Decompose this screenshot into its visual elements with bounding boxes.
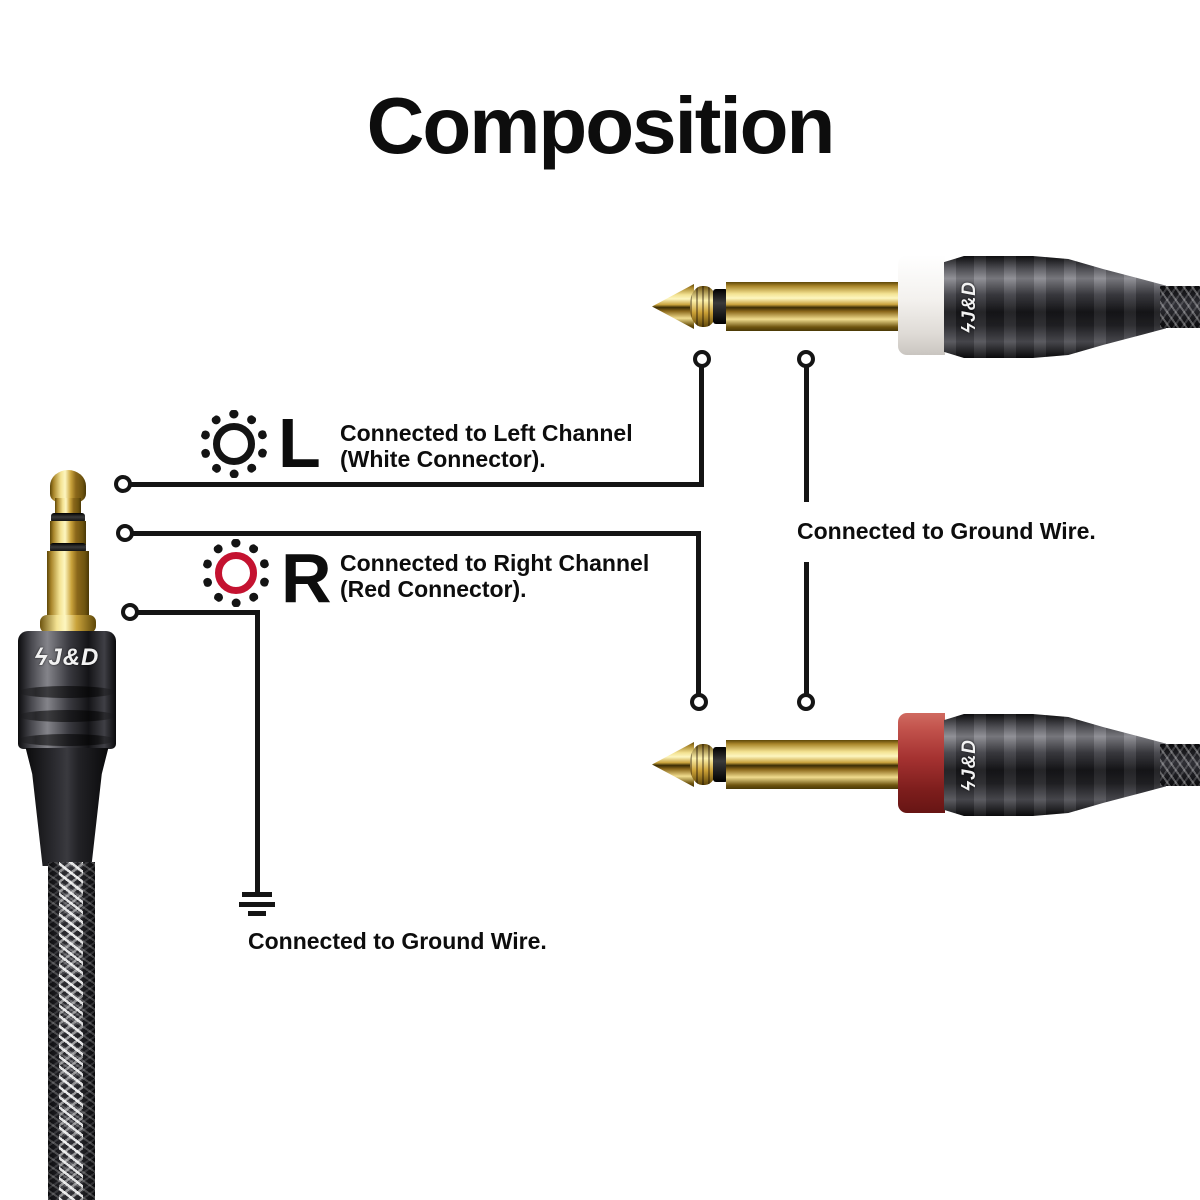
right-channel-ring-inner bbox=[215, 552, 257, 594]
ground-line-right-lower bbox=[804, 562, 809, 694]
connection-node-red-tip bbox=[690, 693, 708, 711]
jack-groove bbox=[18, 710, 116, 722]
plug-white-shaft bbox=[726, 282, 900, 331]
connection-node-jack-sleeve bbox=[121, 603, 139, 621]
connection-node-white-sleeve bbox=[797, 350, 815, 368]
jack-cable bbox=[48, 862, 95, 1200]
left-channel-label-line2: (White Connector). bbox=[340, 446, 546, 472]
connection-node-jack-tip bbox=[114, 475, 132, 493]
jack-strain-relief bbox=[25, 748, 109, 866]
right-channel-line-vertical bbox=[696, 531, 701, 695]
jack-tip bbox=[50, 470, 86, 502]
ground-line-left-vertical bbox=[255, 610, 260, 864]
connection-node-red-sleeve bbox=[797, 693, 815, 711]
right-channel-label: Connected to Right Channel (Red Connecto… bbox=[340, 550, 649, 602]
left-channel-line-horizontal bbox=[128, 482, 702, 487]
plug-red-band bbox=[898, 713, 945, 813]
jack-groove bbox=[18, 734, 116, 746]
ground-symbol-bar-1 bbox=[242, 892, 272, 897]
jack-neck bbox=[55, 498, 81, 515]
lightning-bolt-icon: ϟ bbox=[959, 779, 981, 792]
plug-red-knurl bbox=[690, 744, 717, 785]
connection-node-white-tip bbox=[693, 350, 711, 368]
ground-symbol-bar-3 bbox=[248, 911, 266, 916]
plug-white-tip-cone bbox=[652, 284, 694, 329]
right-channel-letter: R bbox=[281, 539, 332, 617]
brand-logo-text: J&D bbox=[48, 644, 100, 671]
cable-stitch-pattern bbox=[59, 862, 83, 1200]
page-title: Composition bbox=[366, 81, 836, 170]
ground-symbol-bar-2 bbox=[239, 902, 275, 907]
jack-insulator-ring-1 bbox=[51, 513, 85, 523]
jack-ring-segment bbox=[50, 521, 86, 545]
plug-white-insulator-ring bbox=[713, 289, 728, 324]
ground-line-left-horizontal bbox=[135, 610, 260, 615]
plug-red-insulator-ring bbox=[713, 747, 728, 782]
lightning-bolt-icon: ϟ bbox=[959, 321, 981, 334]
plug-white-band bbox=[898, 255, 945, 355]
left-channel-label-line1: Connected to Left Channel bbox=[340, 420, 633, 446]
plug-white-brand-logo: ϟJ&D bbox=[946, 256, 994, 358]
ground-bottom-label: Connected to Ground Wire. bbox=[248, 928, 547, 954]
plug-red-brand-logo: ϟJ&D bbox=[946, 714, 994, 816]
jack-brand-logo: ϟJ&D bbox=[18, 644, 116, 672]
ground-symbol-stem bbox=[255, 862, 260, 892]
plug-white-knurl bbox=[690, 286, 717, 327]
left-channel-label: Connected to Left Channel (White Connect… bbox=[340, 420, 633, 472]
left-channel-ring-inner bbox=[213, 423, 255, 465]
jack-insulator-ring-2 bbox=[50, 543, 86, 553]
left-channel-letter: L bbox=[278, 404, 321, 482]
ground-line-right-upper bbox=[804, 366, 809, 502]
plug-red-shaft bbox=[726, 740, 900, 789]
right-channel-label-line2: (Red Connector). bbox=[340, 576, 527, 602]
jack-flange bbox=[40, 615, 96, 633]
brand-logo-text: J&D bbox=[959, 280, 981, 322]
left-channel-line-vertical bbox=[699, 365, 704, 487]
plug-red-tip-cone bbox=[652, 742, 694, 787]
right-channel-label-line1: Connected to Right Channel bbox=[340, 550, 650, 576]
right-channel-line-horizontal bbox=[130, 531, 701, 536]
connection-node-jack-ring bbox=[116, 524, 134, 542]
ground-right-label: Connected to Ground Wire. bbox=[797, 518, 1096, 544]
plug-white-cable bbox=[1160, 286, 1200, 328]
jack-groove bbox=[18, 686, 116, 698]
plug-red-cable bbox=[1160, 744, 1200, 786]
jack-shaft bbox=[47, 551, 89, 617]
brand-logo-text: J&D bbox=[959, 738, 981, 780]
lightning-bolt-icon: ϟ bbox=[34, 644, 49, 671]
